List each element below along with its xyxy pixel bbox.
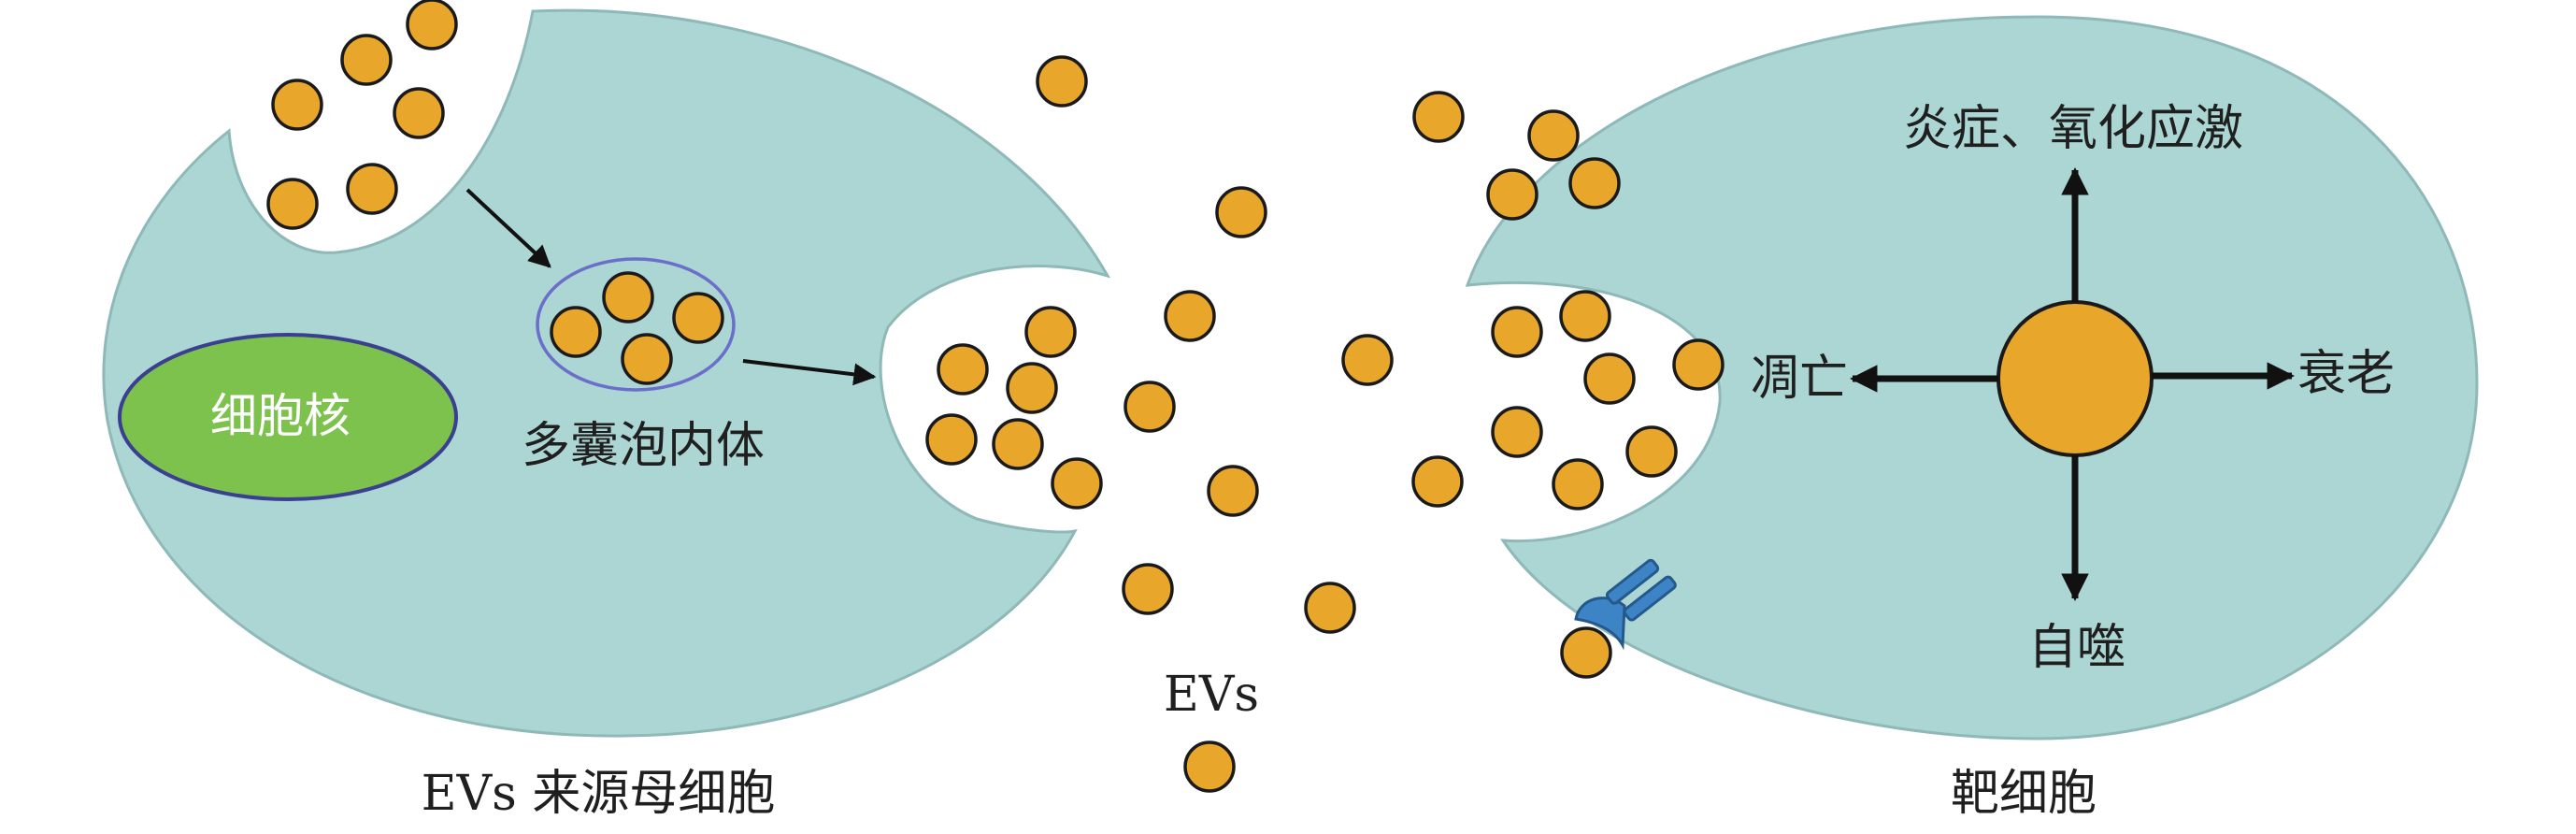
vesicle bbox=[346, 163, 398, 215]
vesicle bbox=[1583, 352, 1636, 405]
vesicle bbox=[1559, 290, 1611, 342]
source-cell-label: EVs 来源母细胞 bbox=[422, 766, 776, 822]
vesicle bbox=[1486, 168, 1538, 221]
vesicle bbox=[1215, 186, 1267, 238]
vesicle bbox=[1006, 362, 1058, 414]
vesicle bbox=[992, 418, 1044, 470]
central-vesicle bbox=[1996, 300, 2154, 457]
vesicle bbox=[1625, 425, 1678, 478]
effect-down-label: 自噬 bbox=[2028, 620, 2125, 676]
arrow-to-mvb bbox=[465, 188, 551, 268]
vesicle bbox=[925, 413, 978, 466]
target-cell-label: 靶细胞 bbox=[1951, 766, 2097, 822]
vesicle bbox=[1122, 563, 1174, 615]
vesicle bbox=[1491, 406, 1543, 458]
vesicle bbox=[550, 306, 602, 358]
vesicle bbox=[1183, 741, 1236, 793]
vesicle bbox=[1411, 455, 1464, 508]
vesicle bbox=[1036, 55, 1088, 108]
vesicle bbox=[406, 0, 458, 50]
effect-left-label: 凋亡 bbox=[1751, 351, 1848, 407]
vesicle bbox=[1164, 290, 1216, 342]
vesicle bbox=[1560, 626, 1612, 679]
vesicle bbox=[1672, 338, 1724, 391]
receptor-icon bbox=[1574, 558, 1677, 651]
vesicle bbox=[621, 333, 673, 385]
vesicle bbox=[1341, 334, 1394, 386]
vesicle bbox=[1491, 306, 1543, 358]
vesicle bbox=[937, 343, 989, 395]
vesicle bbox=[1123, 381, 1176, 433]
multivesicular-body bbox=[536, 257, 736, 392]
vesicle bbox=[266, 178, 319, 230]
nucleus bbox=[118, 333, 458, 501]
vesicle bbox=[1568, 157, 1621, 209]
vesicles bbox=[266, 0, 1724, 793]
vesicle bbox=[672, 292, 724, 344]
vesicle bbox=[340, 34, 393, 86]
mvb-label: 多囊泡内体 bbox=[522, 418, 765, 474]
vesicle bbox=[393, 87, 445, 139]
vesicle bbox=[1304, 582, 1356, 634]
vesicle bbox=[602, 271, 654, 324]
vesicle bbox=[1207, 465, 1259, 517]
vesicle bbox=[1527, 109, 1580, 162]
evs-label: EVs bbox=[1164, 667, 1259, 723]
vesicle bbox=[271, 79, 323, 131]
nucleus-label: 细胞核 bbox=[210, 389, 351, 443]
source-cell bbox=[102, 8, 1111, 738]
effect-right-label: 衰老 bbox=[2297, 346, 2395, 402]
vesicle bbox=[1412, 91, 1465, 143]
arrow-to-release bbox=[742, 359, 877, 386]
vesicle bbox=[1552, 458, 1604, 510]
vesicle bbox=[1051, 457, 1103, 510]
vesicle bbox=[1024, 306, 1077, 358]
effect-up-label: 炎症、氧化应激 bbox=[1903, 101, 2243, 157]
